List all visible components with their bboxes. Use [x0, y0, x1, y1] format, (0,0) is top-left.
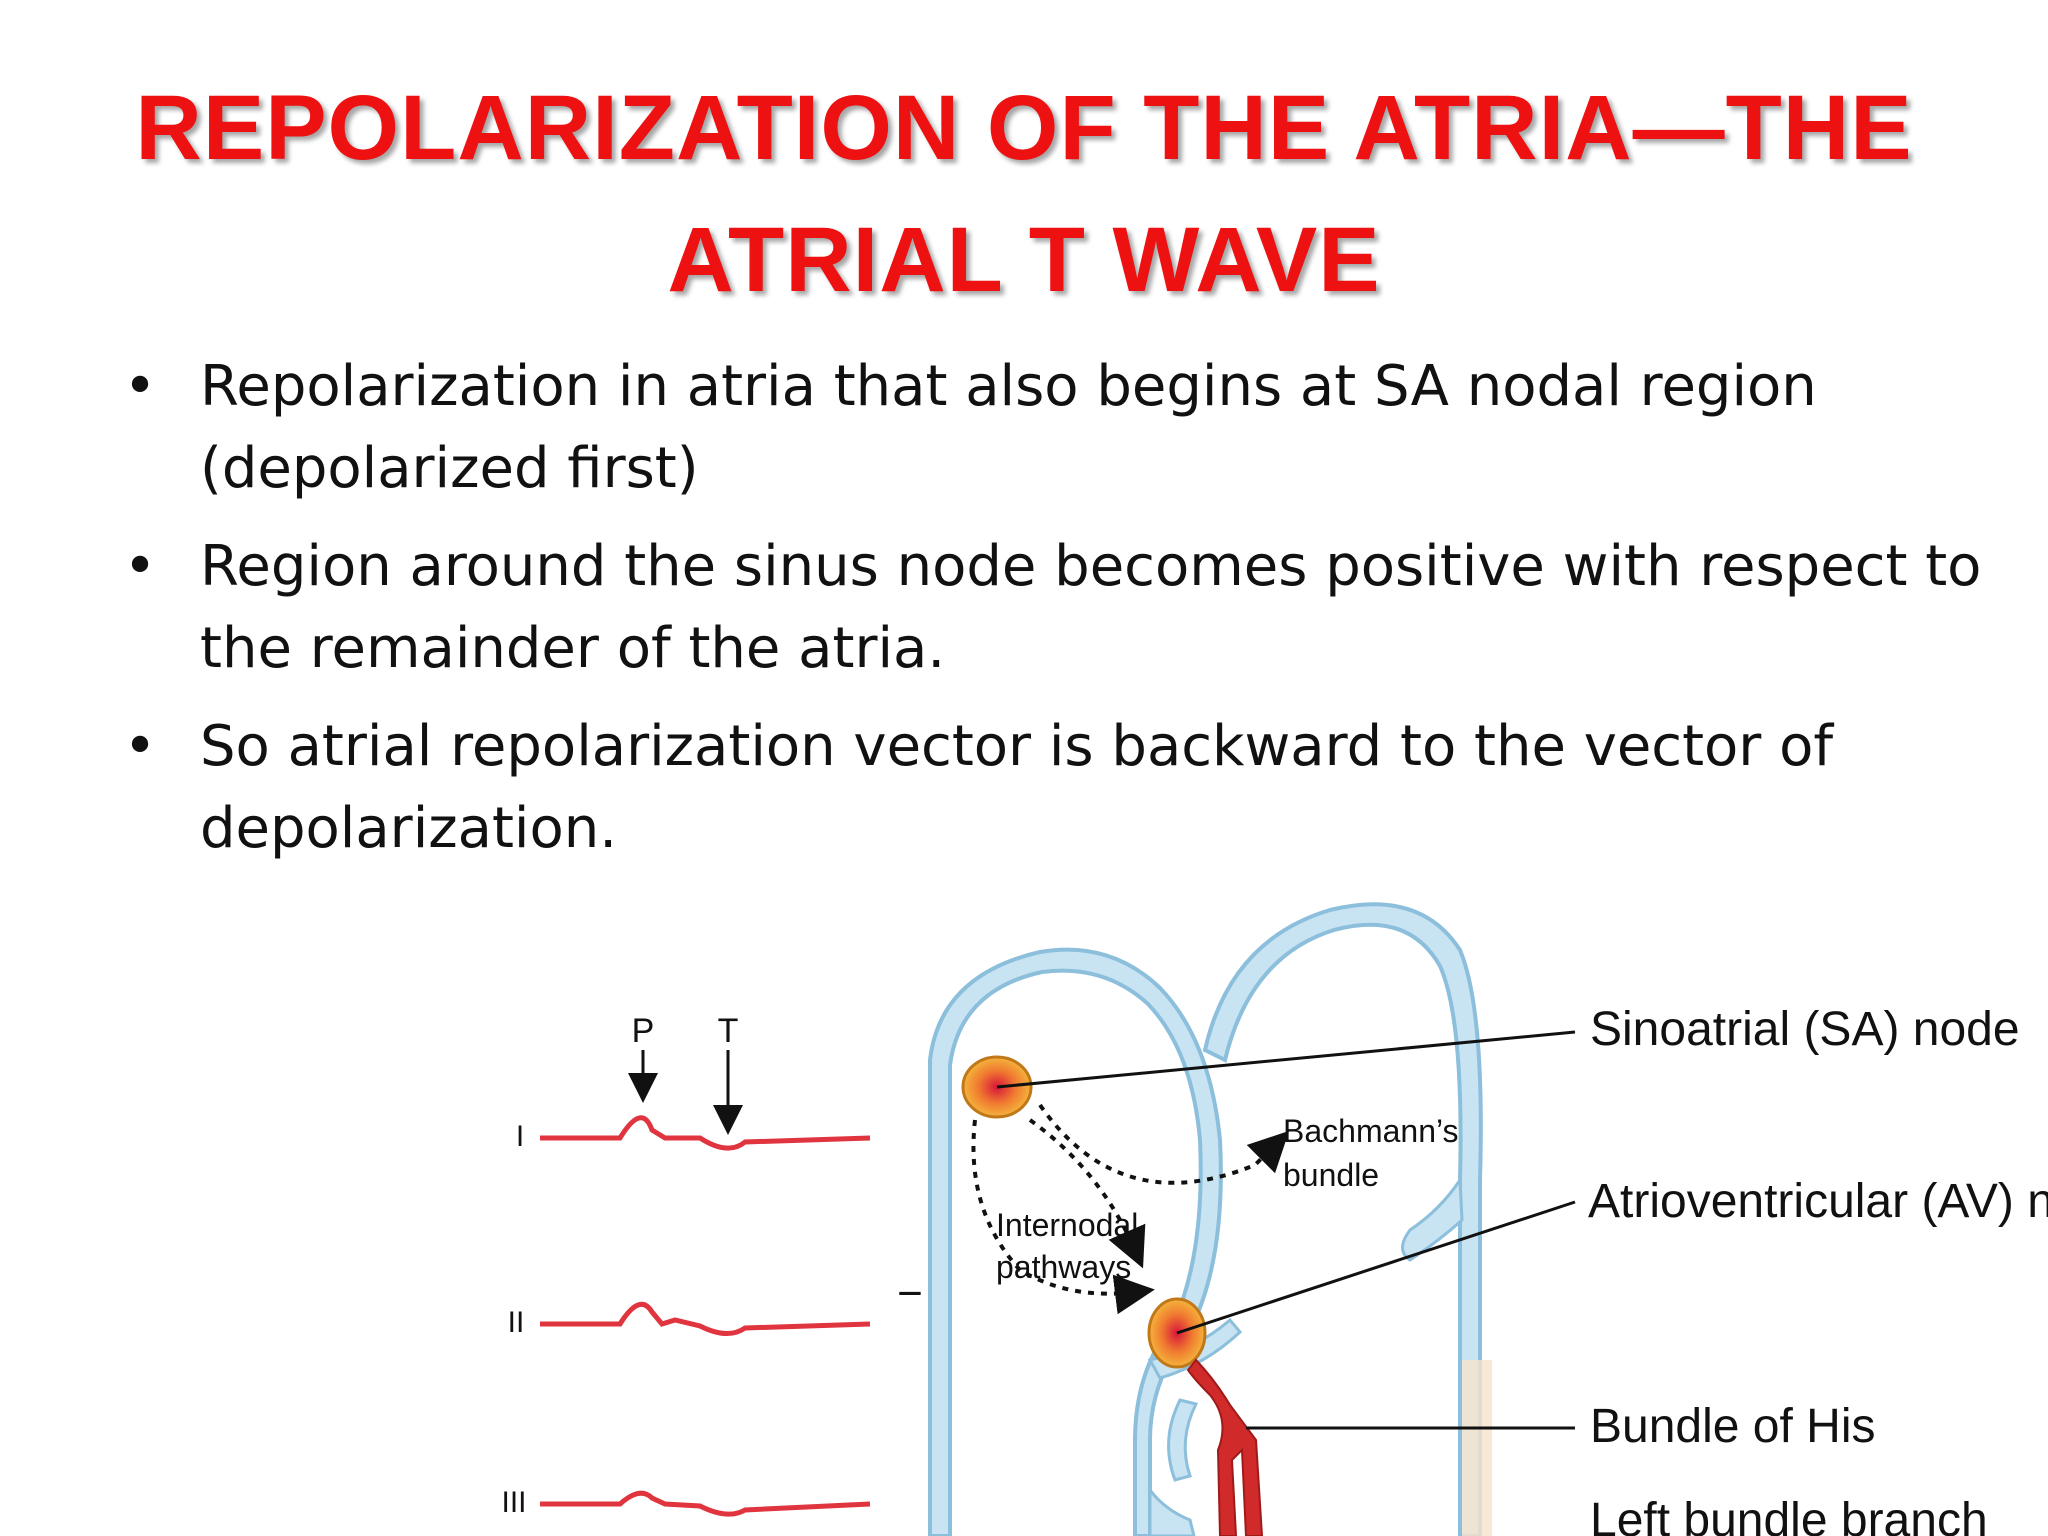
bullet-item: • So atrial repolarization vector is bac…	[120, 706, 2000, 870]
bullet-item: • Repolarization in atria that also begi…	[120, 346, 2000, 510]
bundle-of-his-label: Bundle of His	[1590, 1400, 1876, 1453]
bullet-text: So atrial repolarization vector is backw…	[200, 714, 1834, 861]
right-atrium-wall	[928, 947, 1223, 1536]
bullet-list: • Repolarization in atria that also begi…	[120, 346, 2000, 886]
callouts: Sinoatrial (SA) node Atrioventricular (A…	[996, 1003, 2048, 1536]
lead-ii-label: II	[508, 1306, 525, 1339]
conduction-figure: P T I II III −	[0, 880, 2048, 1536]
bullet-icon: •	[123, 354, 157, 419]
lower-leaflet	[1148, 1485, 1196, 1536]
internodal-label-line-2: pathways	[996, 1249, 1131, 1285]
heart-diagram: Internodal pathways Bachmann’s bundle	[928, 902, 1492, 1536]
bullet-icon: •	[123, 714, 157, 779]
internodal-path-anterior	[1028, 1118, 1146, 1269]
internodal-label-line-1: Internodal	[996, 1207, 1138, 1243]
internodal-path-posterior	[971, 1119, 1155, 1315]
sa-leader-line	[996, 1030, 1576, 1089]
title-line-1: REPOLARIZATION OF THE ATRIA—THE	[135, 77, 1913, 179]
lead-ii-trace	[540, 1301, 871, 1336]
lead-i-trace	[540, 1115, 871, 1151]
bachmann-label-line-2: bundle	[1283, 1157, 1379, 1193]
bachmann-label-line-1: Bachmann’s	[1283, 1113, 1459, 1149]
slide-title: REPOLARIZATION OF THE ATRIA—THE ATRIAL T…	[0, 62, 2048, 326]
bullet-item: • Region around the sinus node becomes p…	[120, 526, 2000, 690]
minus-sign: −	[897, 1269, 923, 1318]
p-wave-label: P	[632, 1012, 655, 1050]
conduction-diagram: P T I II III −	[501, 902, 2048, 1536]
lead-iii-trace	[540, 1490, 871, 1517]
bachmann-path	[1038, 1103, 1290, 1185]
left-atrium-wall	[1202, 902, 1483, 1536]
lead-iii-label: III	[501, 1486, 526, 1519]
title-line-2: ATRIAL T WAVE	[667, 209, 1381, 311]
t-wave-label: T	[718, 1012, 739, 1050]
av-leader-line	[1176, 1200, 1576, 1335]
ecg-panel: P T I II III −	[501, 1012, 922, 1519]
sa-node-label: Sinoatrial (SA) node	[1590, 1003, 2020, 1056]
septum-branch	[1401, 1175, 1464, 1262]
bullet-text: Repolarization in atria that also begins…	[200, 354, 1817, 501]
papillary-leaflet	[1167, 1398, 1199, 1482]
av-node-label: Atrioventricular (AV) node	[1588, 1175, 2048, 1228]
left-bundle-branch-label: Left bundle branch	[1590, 1494, 1988, 1536]
bundle-of-his	[1186, 1358, 1264, 1536]
lead-i-label: I	[516, 1120, 524, 1153]
septum-shade	[1462, 1360, 1492, 1536]
bullet-icon: •	[123, 534, 157, 599]
bullet-text: Region around the sinus node becomes pos…	[200, 534, 1982, 681]
